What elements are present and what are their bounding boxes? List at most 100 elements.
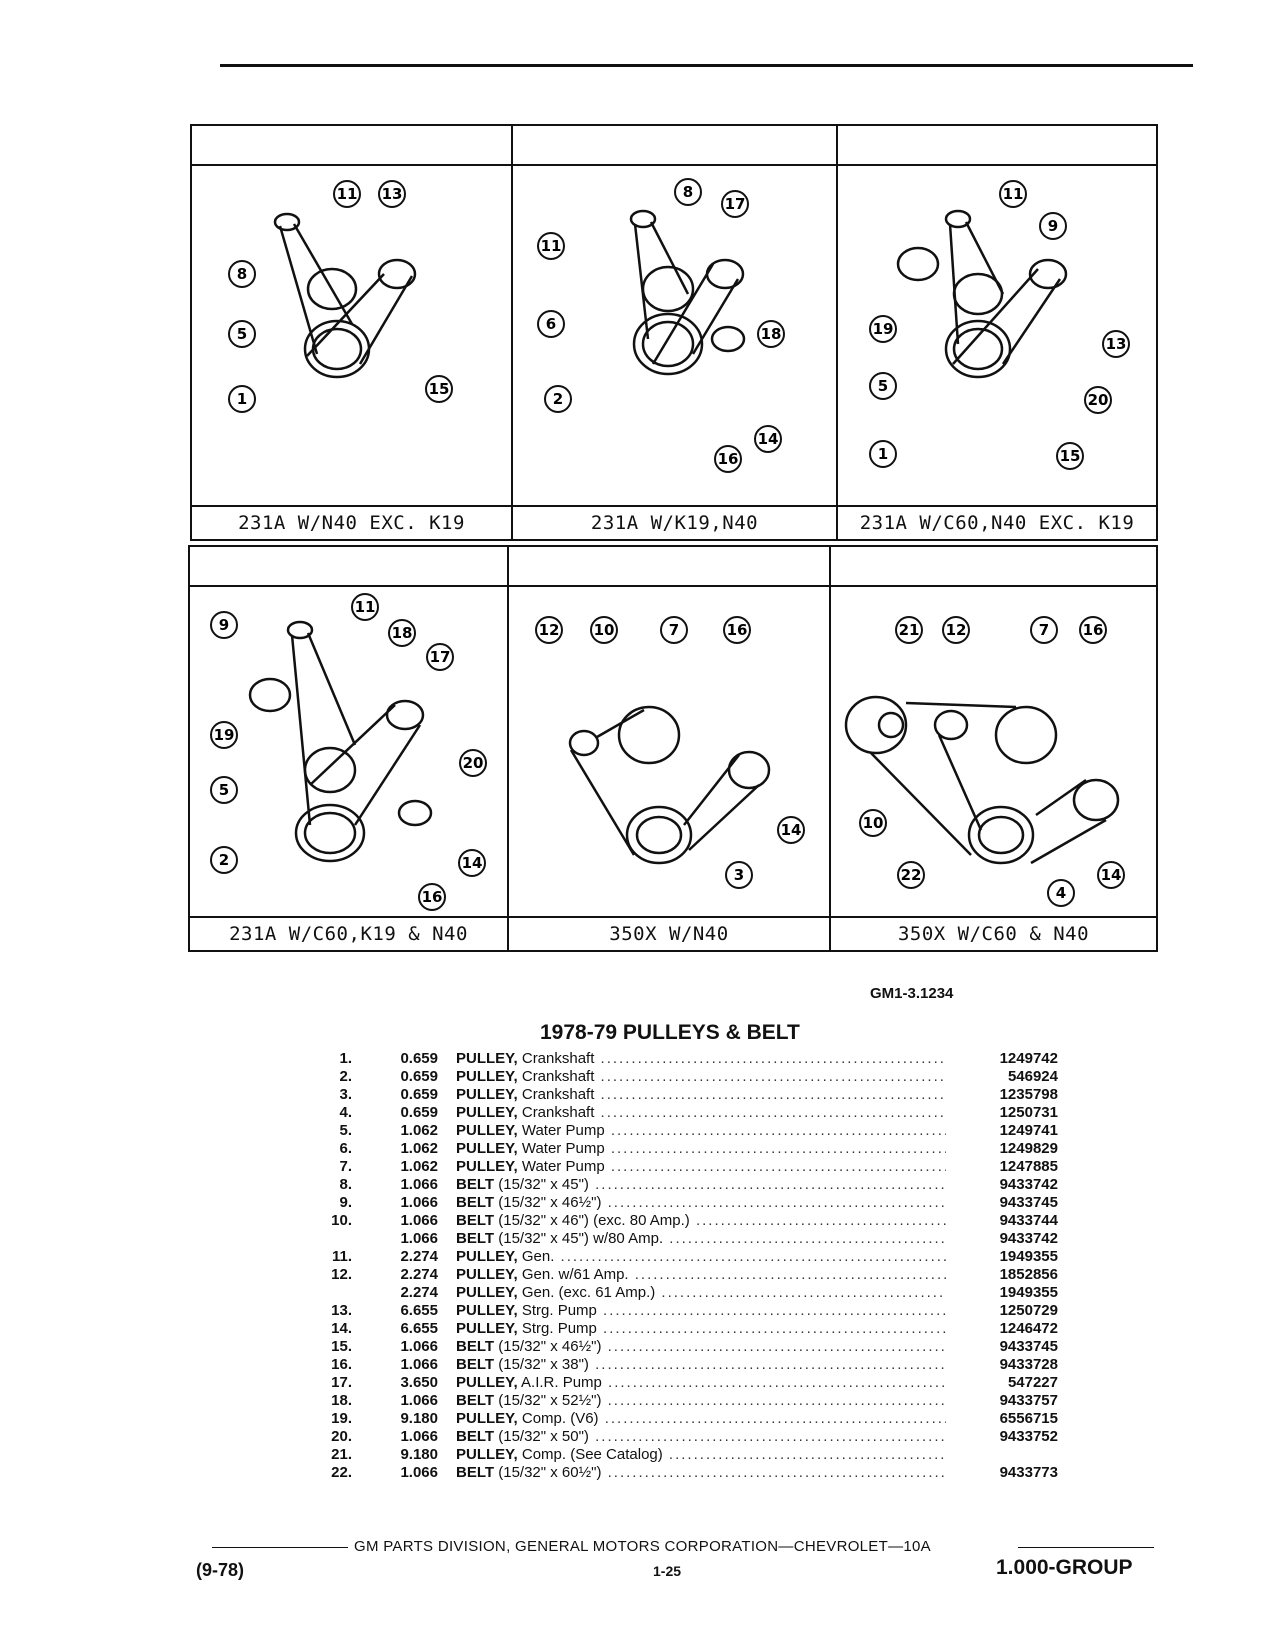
leader-dots: ........................................… [560, 1248, 946, 1265]
svg-text:16: 16 [1083, 621, 1104, 639]
svg-text:18: 18 [392, 624, 413, 642]
leader-dots: ........................................… [600, 1068, 946, 1085]
part-description: BELT (15/32" x 45") ....................… [456, 1176, 946, 1194]
item-number: 20. [331, 1428, 352, 1445]
diagram-panel-2: 8 17 11 6 18 2 14 16 231A W/K19,N40 [511, 124, 838, 541]
svg-text:14: 14 [758, 430, 779, 448]
part-detail: Comp. (V6) [517, 1410, 599, 1427]
part-detail: Strg. Pump [517, 1320, 597, 1337]
part-detail: (15/32" x 52½") [494, 1392, 602, 1409]
part-detail: Comp. (See Catalog) [517, 1446, 663, 1463]
part-number: 9433728 [999, 1356, 1058, 1373]
part-description: PULLEY, Crankshaft .....................… [456, 1104, 946, 1122]
part-description: BELT (15/32" x 52½") ...................… [456, 1392, 946, 1410]
item-number: 9. [339, 1194, 352, 1211]
footer-publisher: GM PARTS DIVISION, GENERAL MOTORS CORPOR… [350, 1538, 935, 1555]
part-name: PULLEY, [456, 1140, 518, 1157]
item-number: 10. [331, 1212, 352, 1229]
part-number: 1246472 [999, 1320, 1058, 1337]
item-number: 13. [331, 1302, 352, 1319]
svg-text:8: 8 [683, 183, 693, 201]
svg-text:7: 7 [1039, 621, 1049, 639]
part-description: PULLEY, Crankshaft .....................… [456, 1068, 946, 1086]
part-detail: Gen. w/61 Amp. [517, 1266, 629, 1283]
part-number: 9433745 [999, 1194, 1058, 1211]
item-number: 15. [331, 1338, 352, 1355]
item-number: 22. [331, 1464, 352, 1481]
group-number: 1.062 [400, 1158, 438, 1175]
footer-group: 1.000-GROUP [996, 1556, 1133, 1579]
part-name: PULLEY, [456, 1302, 518, 1319]
part-name: BELT [456, 1212, 495, 1229]
part-description: PULLEY, Water Pump .....................… [456, 1140, 946, 1158]
svg-text:14: 14 [781, 821, 802, 839]
svg-text:19: 19 [214, 726, 235, 744]
part-detail: (15/32" x 46") (exc. 80 Amp.) [494, 1212, 690, 1229]
part-description: PULLEY, Crankshaft .....................… [456, 1050, 946, 1068]
svg-text:20: 20 [463, 754, 484, 772]
diagram-caption: 231A W/C60,K19 & N40 [190, 916, 507, 950]
part-detail: (15/32" x 38") [494, 1356, 589, 1373]
diagram-panel-5: 12 10 7 16 14 3 350X W/N40 [507, 545, 831, 952]
part-description: PULLEY, Gen. w/61 Amp. .................… [456, 1266, 946, 1284]
group-number: 1.066 [400, 1230, 438, 1247]
leader-dots: ........................................… [610, 1140, 946, 1157]
svg-text:2: 2 [553, 390, 563, 408]
part-description: BELT (15/32" x 50") ....................… [456, 1428, 946, 1446]
diagram-caption: 231A W/N40 EXC. K19 [192, 505, 511, 539]
part-name: PULLEY, [456, 1104, 518, 1121]
leader-dots: ........................................… [607, 1464, 946, 1481]
part-description: PULLEY, Water Pump .....................… [456, 1158, 946, 1176]
belt-diagram-1: 11 13 8 5 15 1 [228, 180, 453, 413]
item-number: 5. [339, 1122, 352, 1139]
item-number: 4. [339, 1104, 352, 1121]
part-number: 1249742 [999, 1050, 1058, 1067]
diagram-caption: 350X W/C60 & N40 [831, 916, 1156, 950]
part-name: PULLEY, [456, 1266, 518, 1283]
part-number: 1250729 [999, 1302, 1058, 1319]
part-detail: (15/32" x 45") [494, 1176, 589, 1193]
svg-text:12: 12 [539, 621, 560, 639]
svg-text:17: 17 [725, 195, 746, 213]
part-number: 1247885 [999, 1158, 1058, 1175]
part-description: PULLEY, Gen. (exc. 61 Amp.) ............… [456, 1284, 946, 1302]
group-number: 1.066 [400, 1176, 438, 1193]
leader-dots: ........................................… [595, 1356, 946, 1373]
svg-text:11: 11 [1003, 185, 1024, 203]
part-description: BELT (15/32" x 60½") ...................… [456, 1464, 946, 1482]
leader-dots: ........................................… [603, 1302, 946, 1319]
svg-text:11: 11 [355, 598, 376, 616]
svg-text:5: 5 [237, 325, 247, 343]
part-name: PULLEY, [456, 1374, 518, 1391]
svg-text:6: 6 [546, 315, 556, 333]
group-number: 6.655 [400, 1302, 438, 1319]
part-number: 1949355 [999, 1248, 1058, 1265]
callout-label: 11 [337, 185, 358, 203]
part-detail: (15/32" x 50") [494, 1428, 589, 1445]
svg-text:15: 15 [1060, 447, 1081, 465]
leader-dots: ........................................… [600, 1104, 946, 1121]
group-number: 2.274 [400, 1284, 438, 1301]
part-detail: (15/32" x 46½") [494, 1338, 602, 1355]
part-number: 546924 [1007, 1068, 1058, 1085]
item-number: 8. [339, 1176, 352, 1193]
leader-dots: ........................................… [607, 1194, 946, 1211]
group-number: 1.066 [400, 1464, 438, 1481]
leader-dots: ........................................… [600, 1086, 946, 1103]
part-detail: (15/32" x 60½") [494, 1464, 602, 1481]
svg-text:11: 11 [541, 237, 562, 255]
part-detail: Strg. Pump [517, 1302, 597, 1319]
leader-dots: ........................................… [610, 1122, 946, 1139]
part-detail: Crankshaft [517, 1050, 595, 1067]
item-number: 2. [339, 1068, 352, 1085]
svg-text:5: 5 [878, 377, 888, 395]
part-name: PULLEY, [456, 1086, 518, 1103]
part-detail: (15/32" x 45") w/80 Amp. [494, 1230, 664, 1247]
svg-text:21: 21 [899, 621, 920, 639]
